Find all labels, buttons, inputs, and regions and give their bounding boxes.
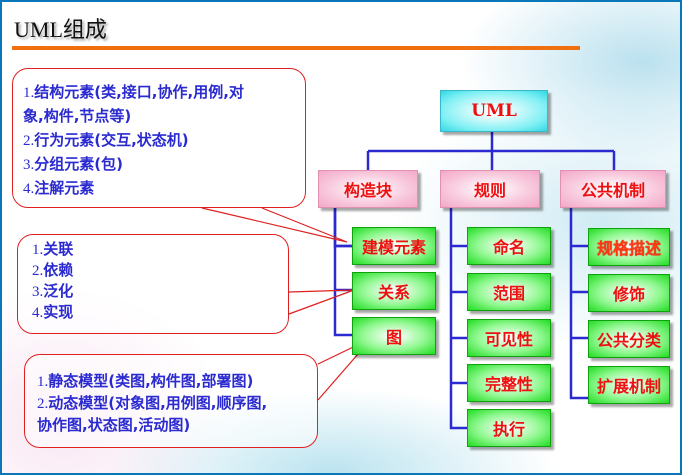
building-blocks-callout: 1.结构元素(类,接口,协作,用例,对 象,构件,节点等) 2.行为元素(交互,…	[12, 68, 306, 208]
connector-cat1-spine	[333, 208, 352, 337]
diagrams-callout: 1.静态模型(类图,构件图,部署图) 2.动态模型(对象图,用例图,顺序图, 协…	[24, 354, 318, 448]
node-relationships: 关系	[352, 272, 436, 310]
callout-line: 1.关联	[32, 240, 74, 258]
node-integrity: 完整性	[467, 364, 551, 402]
callout-line: 1.静态模型(类图,构件图,部署图)	[37, 372, 254, 390]
callout-line: 象,构件,节点等)	[23, 107, 132, 125]
node-common-mechanisms: 公共机制	[560, 170, 666, 208]
node-visibility: 可见性	[467, 319, 551, 357]
node-naming: 命名	[467, 227, 551, 265]
node-modeling-elements: 建模元素	[352, 227, 436, 265]
callout-line: 协作图,状态图,活动图)	[37, 416, 191, 434]
callout-line: 2.依赖	[32, 261, 74, 279]
node-diagrams: 图	[352, 317, 436, 355]
callout1-pointer	[201, 207, 348, 243]
node-adornments: 修饰	[588, 274, 670, 312]
slide-title: UML组成	[14, 17, 107, 42]
callout2-pointer	[288, 289, 355, 315]
callout-line: 4.实现	[32, 303, 74, 321]
node-uml-root: UML	[440, 90, 548, 132]
node-building-blocks: 构造块	[318, 170, 418, 208]
title-underline	[12, 46, 580, 50]
callout-line: 2.行为元素(交互,状态机)	[23, 131, 189, 149]
node-rules: 规则	[440, 170, 540, 208]
node-scope: 范围	[467, 273, 551, 311]
node-specifications: 规格描述	[588, 228, 670, 266]
node-execution: 执行	[467, 409, 551, 447]
callout-line: 1.结构元素(类,接口,协作,用例,对	[23, 83, 244, 101]
node-extensibility: 扩展机制	[588, 366, 670, 404]
node-common-divisions: 公共分类	[588, 320, 670, 358]
callout-line: 3.分组元素(包)	[23, 155, 123, 173]
connector-cat3-spine	[569, 208, 588, 400]
callout-line: 4.注解元素	[23, 179, 95, 197]
connector-cat2-spine	[449, 208, 467, 430]
callout-line: 3.泛化	[32, 282, 74, 300]
callout-line: 2.动态模型(对象图,用例图,顺序图,	[37, 394, 268, 412]
relationships-callout: 1.关联 2.依赖 3.泛化 4.实现	[17, 234, 289, 334]
